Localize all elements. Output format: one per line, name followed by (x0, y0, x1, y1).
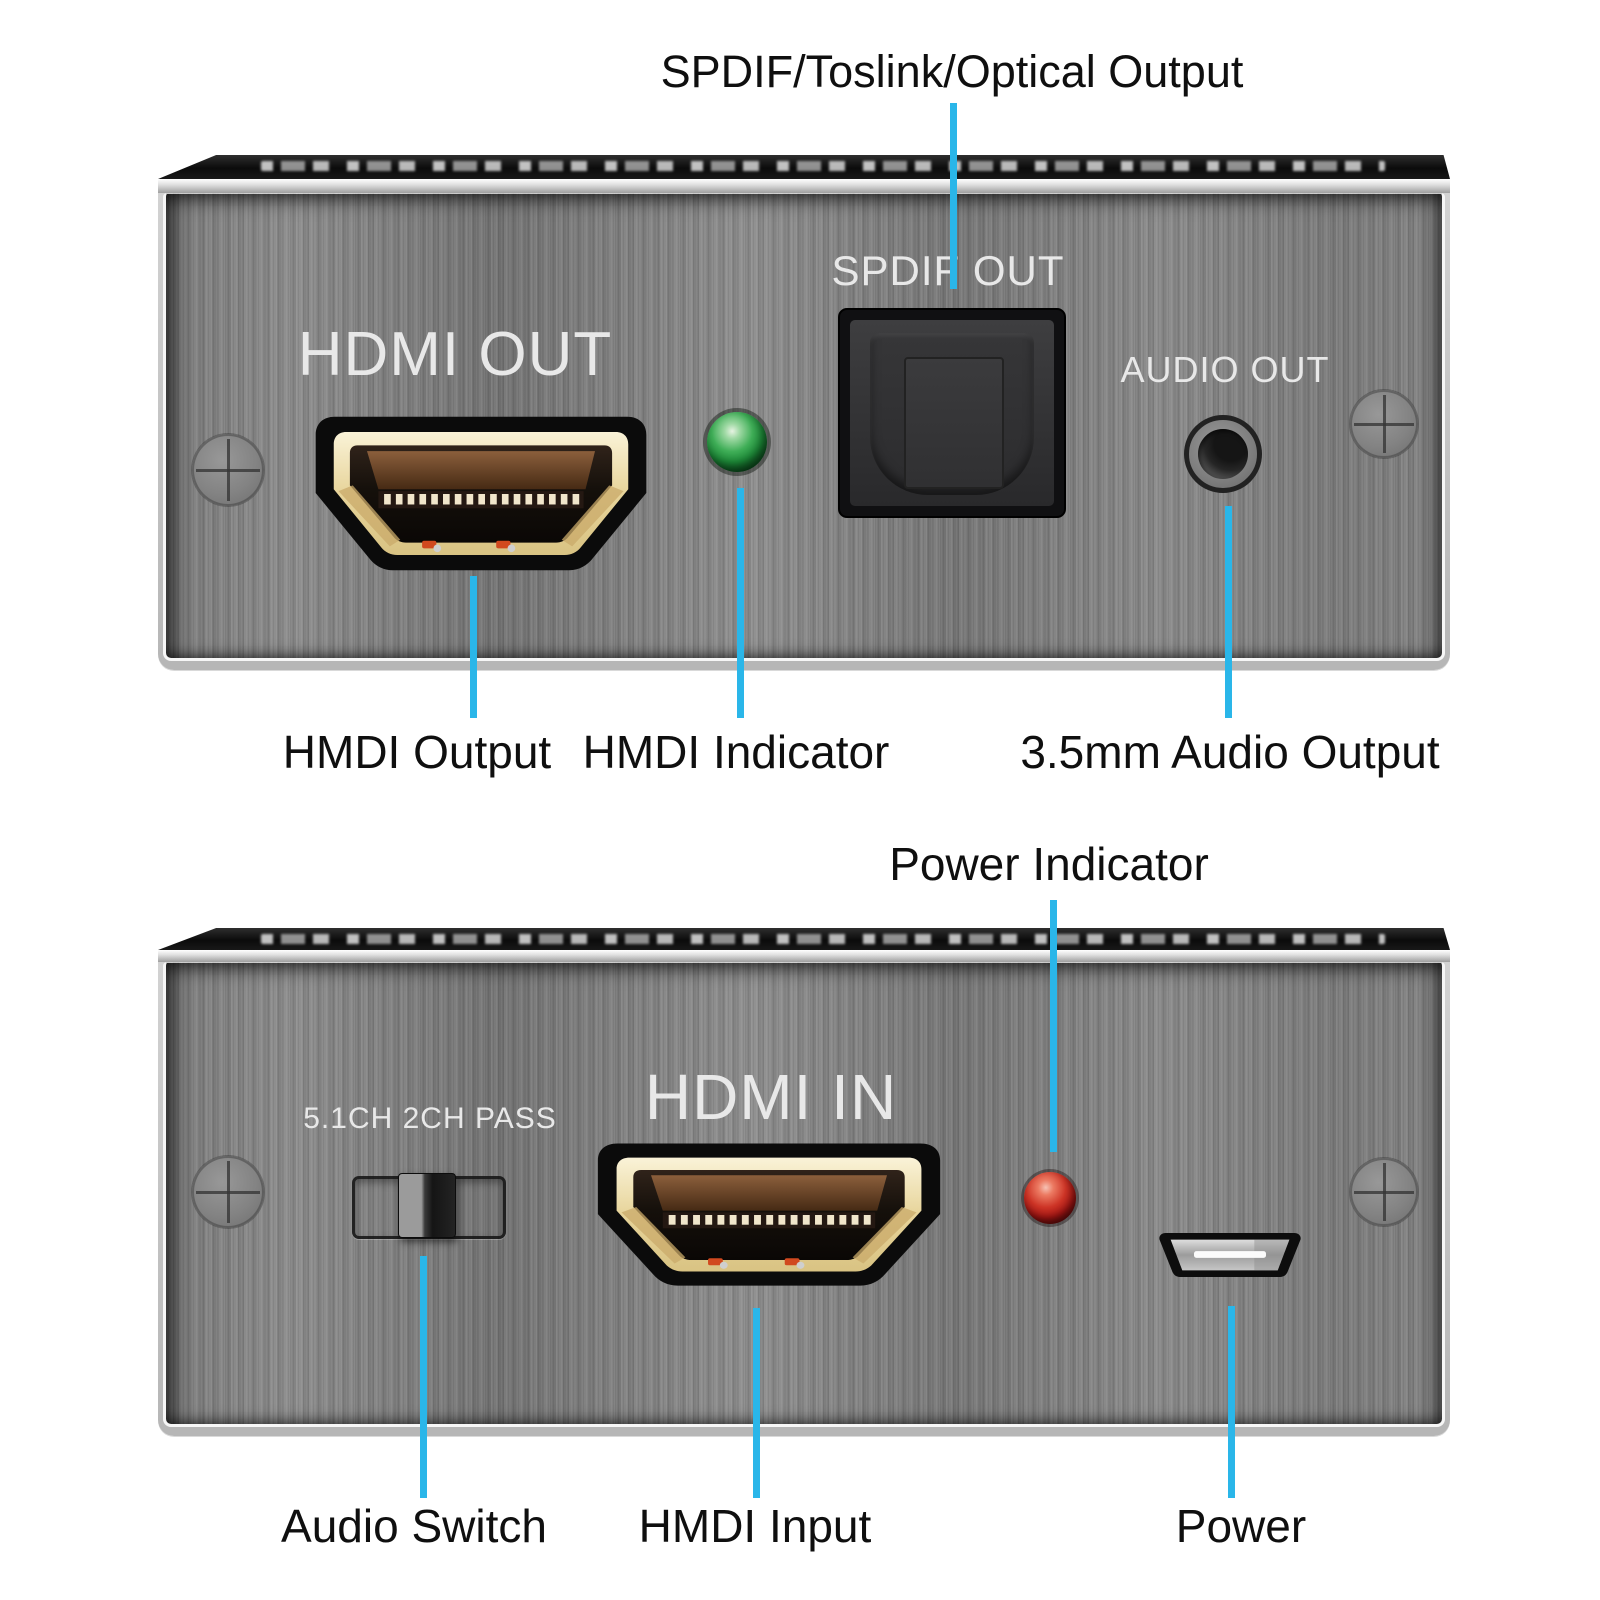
engraved-branding-mirrored (261, 934, 1386, 944)
callout-label-hmdi-output: HMDI Output (282, 726, 552, 778)
callout-label-audio-output: 3.5mm Audio Output (1020, 726, 1440, 778)
callout-label-hmdi-indicator: HMDI Indicator (582, 726, 890, 778)
callout-line-hdmi-indicator (737, 488, 744, 718)
callout-line-hdmi-output (470, 576, 477, 718)
callout-label-audio-switch: Audio Switch (281, 1500, 547, 1552)
callout-line-hdmi-input (753, 1308, 760, 1498)
engraved-branding-mirrored (261, 161, 1386, 171)
callout-line-audio-switch (420, 1256, 427, 1498)
callout-line-spdif (950, 103, 957, 289)
panel-label-hdmi-out: HDMI OUT (297, 320, 613, 389)
callout-line-audio-output (1225, 506, 1232, 718)
callout-line-power-indicator (1050, 900, 1057, 1152)
toslink-flap (904, 357, 1004, 489)
audio-jack-3-5mm (1184, 415, 1262, 493)
callout-line-power (1228, 1306, 1235, 1498)
device-top-chamfer (158, 950, 1450, 962)
screw-icon (1350, 1158, 1418, 1226)
mini-usb-power-port (1159, 1232, 1301, 1278)
screw-icon (192, 1156, 264, 1228)
device-top-chamfer (158, 179, 1450, 193)
callout-label-power: Power (1175, 1500, 1307, 1552)
toslink-recess (850, 320, 1054, 506)
screw-icon (192, 434, 264, 506)
device-top-edge (158, 928, 1450, 950)
audio-mode-switch-knob (398, 1173, 456, 1238)
extractor-input-side: 5.1CH 2CH PASS HDMI IN (158, 928, 1450, 1436)
panel-label-audio-out: AUDIO OUT (1120, 349, 1330, 390)
toslink-optical-port (838, 308, 1066, 518)
screw-icon (1350, 390, 1418, 458)
hdmi-out-port (315, 416, 647, 571)
callout-label-hmdi-input: HMDI Input (638, 1500, 872, 1552)
panel-label-spdif-out: SPDIF OUT (831, 247, 1065, 294)
callout-label-spdif-optical: SPDIF/Toslink/Optical Output (660, 46, 1244, 97)
hdmi-indicator-led (707, 412, 767, 472)
panel-label-switch-modes: 5.1CH 2CH PASS (303, 1102, 557, 1135)
device-top-edge (158, 155, 1450, 179)
callout-label-power-indicator: Power Indicator (889, 838, 1209, 890)
power-indicator-led (1024, 1172, 1076, 1224)
hdmi-in-port (597, 1143, 941, 1286)
panel-label-hdmi-in: HDMI IN (644, 1061, 898, 1133)
toslink-opening (870, 333, 1034, 495)
extractor-output-side: HDMI OUT SPDIF OUT AUDIO OUT (158, 155, 1450, 670)
